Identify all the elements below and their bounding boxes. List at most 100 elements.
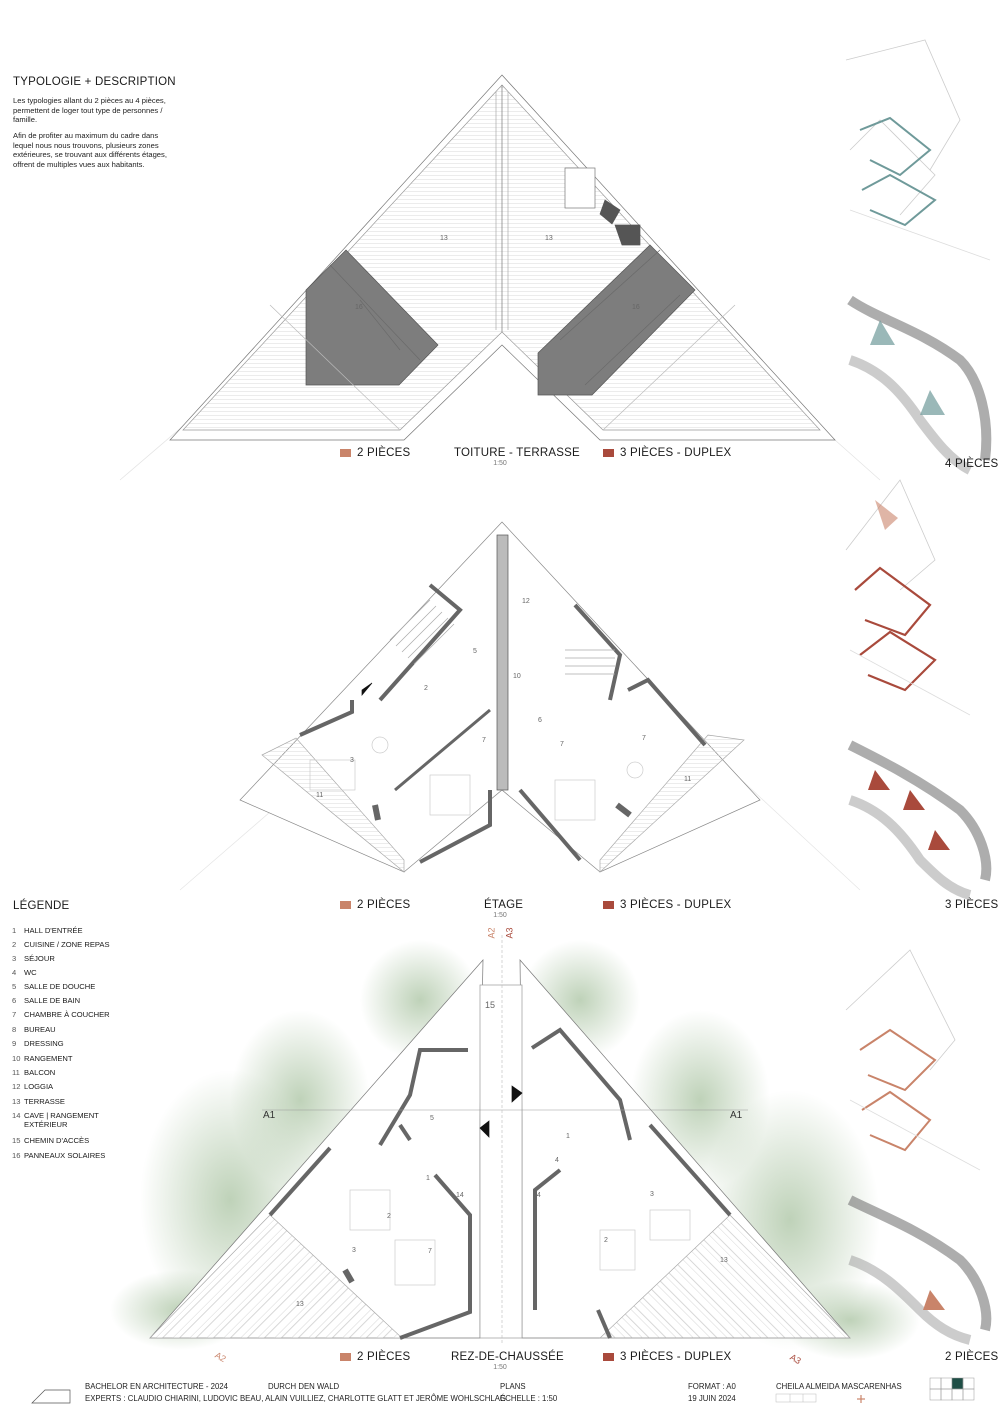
legend-item-label: PANNEAUX SOLAIRES bbox=[24, 1151, 106, 1160]
legend-item-number: 13 bbox=[12, 1097, 21, 1106]
svg-text:13: 13 bbox=[296, 1301, 304, 1308]
svg-text:2: 2 bbox=[604, 1237, 608, 1244]
legend-item-label: SALLE DE BAIN bbox=[24, 996, 81, 1005]
axo-3pieces-label: 3 PIÈCES bbox=[945, 899, 999, 911]
legend-item-label: BALCON bbox=[24, 1068, 56, 1077]
ground-plan-scale: 1:50 bbox=[493, 1364, 507, 1371]
legend-item-label: BUREAU bbox=[24, 1025, 56, 1034]
svg-text:1: 1 bbox=[426, 1175, 430, 1182]
floor-3pieces-label: 3 PIÈCES - DUPLEX bbox=[603, 899, 731, 911]
legend-item-number: 4 bbox=[12, 968, 17, 977]
section-mark-a2-top: A2 bbox=[486, 927, 497, 939]
intro-paragraph-2: Afin de profiter au maximum du cadre dan… bbox=[13, 131, 167, 169]
footer-experts: EXPERTS : CLAUDIO CHIARINI, LUDOVIC BEAU… bbox=[85, 1394, 506, 1403]
legend-item-number: 12 bbox=[12, 1082, 21, 1091]
ground-3pieces-label: 3 PIÈCES - DUPLEX bbox=[603, 1351, 731, 1363]
solar-panel-right bbox=[537, 244, 696, 396]
school-logo-cross bbox=[857, 1395, 865, 1403]
footer-author: CHEILA ALMEIDA MASCARENHAS bbox=[776, 1382, 902, 1391]
svg-text:10: 10 bbox=[513, 673, 521, 680]
intro-title: TYPOLOGIE + DESCRIPTION bbox=[13, 76, 176, 88]
svg-text:6: 6 bbox=[538, 717, 542, 724]
ground-2pieces-label: 2 PIÈCES bbox=[340, 1351, 410, 1363]
axonometric-2-pieces bbox=[845, 949, 981, 1171]
site-plan-2-pieces bbox=[847, 1195, 992, 1345]
site-plan-3-pieces bbox=[847, 740, 992, 900]
section-mark-a1-left: A1 bbox=[263, 1110, 276, 1121]
roof-room-label: 16 bbox=[632, 304, 640, 311]
roof-3pieces-label: 3 PIÈCES - DUPLEX bbox=[603, 447, 731, 459]
sheet-index bbox=[929, 1377, 975, 1401]
legend-item-label: RANGEMENT bbox=[24, 1054, 73, 1063]
legend-item-number: 11 bbox=[12, 1068, 20, 1077]
legend-item: 7 CHAMBRE À COUCHER bbox=[12, 1010, 124, 1019]
legend-item: 3 SÉJOUR bbox=[12, 954, 124, 963]
axo-4pieces-label: 4 PIÈCES bbox=[945, 458, 999, 470]
legend-title: LÉGENDE bbox=[13, 900, 70, 912]
svg-text:2: 2 bbox=[424, 685, 428, 692]
svg-text:12: 12 bbox=[522, 598, 530, 605]
axonometric-3-pieces bbox=[845, 479, 971, 716]
footer-project: DURCH DEN WALD bbox=[268, 1382, 340, 1391]
footer-scale: ÉCHELLE : 1:50 bbox=[500, 1394, 558, 1403]
svg-text:11: 11 bbox=[316, 792, 323, 799]
footer-doc-type: PLANS bbox=[500, 1382, 526, 1391]
svg-text:13: 13 bbox=[720, 1257, 728, 1264]
section-mark-a1-right: A1 bbox=[730, 1110, 743, 1121]
svg-text:11: 11 bbox=[684, 776, 691, 783]
svg-text:2: 2 bbox=[387, 1213, 391, 1220]
svg-text:3: 3 bbox=[650, 1191, 654, 1198]
legend-item-number: 10 bbox=[12, 1054, 21, 1063]
legend-item-label: SÉJOUR bbox=[24, 954, 55, 963]
intro-paragraph-1: Les typologies allant du 2 pièces au 4 p… bbox=[13, 96, 166, 125]
footer-program: BACHELOR EN ARCHITECTURE - 2024 bbox=[85, 1382, 228, 1391]
legend-item-number: 15 bbox=[12, 1136, 21, 1145]
legend-item-label: HALL D'ENTRÉE bbox=[24, 926, 83, 935]
floor-plan-scale: 1:50 bbox=[493, 912, 507, 919]
section-mark-a3-top: A3 bbox=[504, 927, 515, 939]
roof-plan-scale: 1:50 bbox=[493, 460, 507, 467]
axonometric-4-pieces bbox=[845, 39, 991, 261]
svg-text:7: 7 bbox=[642, 735, 646, 742]
svg-text:4: 4 bbox=[555, 1157, 559, 1164]
legend-item-number: 9 bbox=[12, 1039, 17, 1048]
legend-item-number: 3 bbox=[12, 954, 17, 963]
footer-date: 19 JUIN 2024 bbox=[688, 1394, 736, 1403]
roof-room-label: 13 bbox=[440, 235, 448, 242]
roof-plan bbox=[119, 74, 881, 481]
svg-text:14: 14 bbox=[456, 1192, 464, 1199]
site-plan-4-pieces bbox=[847, 295, 992, 475]
legend-item-label: CHAMBRE À COUCHER bbox=[24, 1010, 110, 1019]
svg-text:3: 3 bbox=[352, 1247, 356, 1254]
svg-text:7: 7 bbox=[560, 741, 564, 748]
svg-text:5: 5 bbox=[473, 648, 477, 655]
legend-item-number: 2 bbox=[12, 940, 17, 949]
legend-item-number: 7 bbox=[12, 1010, 17, 1019]
legend-item-label: WC bbox=[24, 968, 37, 977]
school-logo bbox=[775, 1393, 817, 1403]
ground-plan bbox=[110, 935, 920, 1360]
footer-format: FORMAT : A0 bbox=[688, 1382, 736, 1391]
legend-item-number: 5 bbox=[12, 982, 17, 991]
legend-item-label: LOGGIA bbox=[24, 1082, 54, 1091]
legend-item-number: 16 bbox=[12, 1151, 21, 1160]
legend-item-label: TERRASSE bbox=[24, 1097, 65, 1106]
svg-text:5: 5 bbox=[430, 1115, 434, 1122]
svg-text:14: 14 bbox=[533, 1192, 541, 1199]
floor-2pieces-label: 2 PIÈCES bbox=[340, 899, 410, 911]
roof-room-label: 16 bbox=[355, 304, 363, 311]
path-label: 15 bbox=[485, 1000, 495, 1010]
